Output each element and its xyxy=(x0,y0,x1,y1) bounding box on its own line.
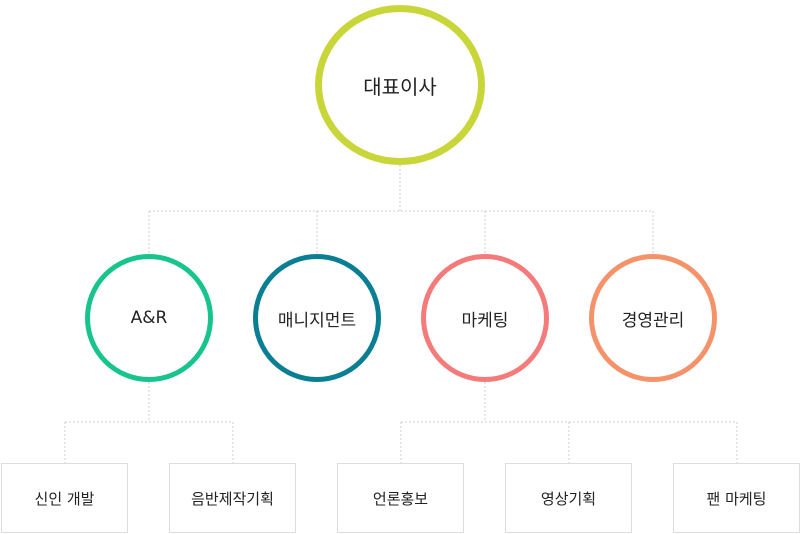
department-management-node: 매니지먼트 xyxy=(253,254,381,382)
ceo-label: 대표이사 xyxy=(363,74,437,99)
team-node-fan-marketing: 팬 마케팅 xyxy=(673,463,800,533)
team-label: 영상기획 xyxy=(540,489,597,508)
team-label: 음반제작기획 xyxy=(191,489,274,508)
team-node-press-relations: 언론홍보 xyxy=(337,463,464,533)
team-node-album-production: 음반제작기획 xyxy=(169,463,296,533)
department-marketing-node: 마케팅 xyxy=(421,254,549,382)
department-ar-node: A&R xyxy=(85,254,213,382)
team-node-new-artist-development: 신인 개발 xyxy=(1,463,128,533)
department-admin-node: 경영관리 xyxy=(589,254,717,382)
ceo-node: 대표이사 xyxy=(315,5,485,165)
department-admin-label: 경영관리 xyxy=(621,310,685,331)
team-label: 팬 마케팅 xyxy=(706,489,767,508)
team-label: 신인 개발 xyxy=(34,489,95,508)
team-node-video-planning: 영상기획 xyxy=(505,463,632,533)
team-label: 언론홍보 xyxy=(372,489,429,508)
department-ar-label: A&R xyxy=(130,308,168,328)
department-management-label: 매니지먼트 xyxy=(277,310,357,331)
department-marketing-label: 마케팅 xyxy=(461,310,509,331)
